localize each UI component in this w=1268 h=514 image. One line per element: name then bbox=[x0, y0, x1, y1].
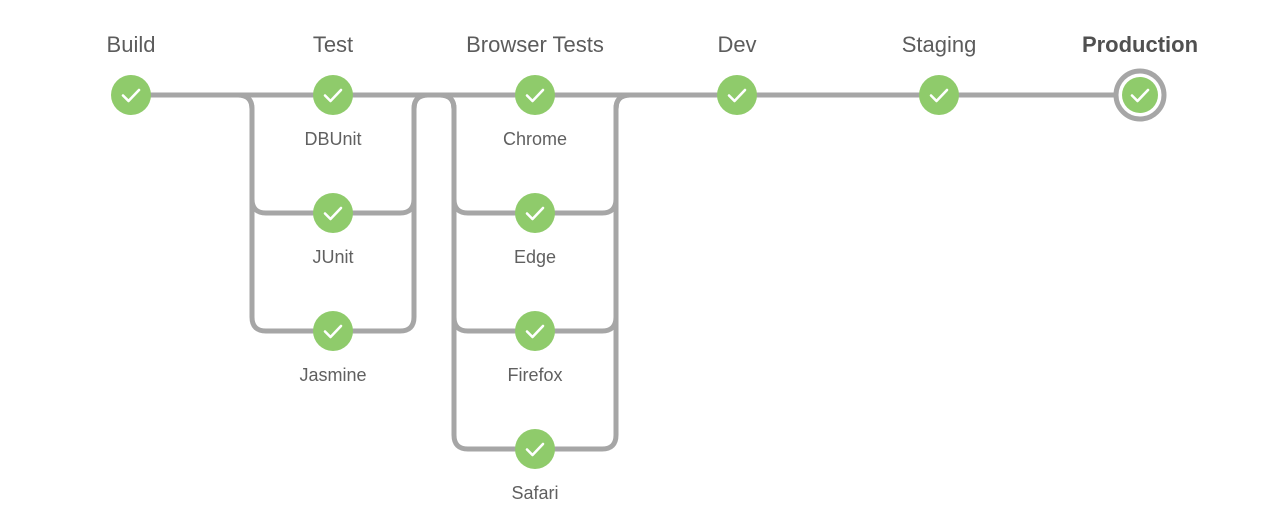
branch-label-jasmine: Jasmine bbox=[299, 365, 367, 385]
success-status-circle bbox=[515, 75, 555, 115]
node-jasmine[interactable] bbox=[313, 311, 353, 351]
check-icon bbox=[323, 324, 343, 339]
check-icon bbox=[525, 206, 545, 221]
success-status-circle bbox=[313, 311, 353, 351]
check-icon bbox=[323, 88, 343, 103]
node-safari[interactable] bbox=[515, 429, 555, 469]
branch-label-firefox: Firefox bbox=[507, 365, 563, 385]
success-status-circle bbox=[111, 75, 151, 115]
branch-label-edge: Edge bbox=[513, 247, 557, 267]
stage-label-build: Build bbox=[106, 32, 156, 57]
stage-label-staging: Staging bbox=[901, 32, 977, 57]
stage-label-production: Production bbox=[1081, 32, 1199, 57]
node-junit[interactable] bbox=[313, 193, 353, 233]
node-production[interactable] bbox=[1113, 68, 1167, 122]
success-status-circle bbox=[515, 311, 555, 351]
stage-label-dev: Dev bbox=[717, 32, 757, 57]
check-icon bbox=[525, 88, 545, 103]
success-status-circle bbox=[313, 193, 353, 233]
check-icon bbox=[1130, 88, 1150, 103]
node-chrome[interactable] bbox=[515, 75, 555, 115]
check-icon bbox=[929, 88, 949, 103]
stage-label-browser-tests: Browser Tests bbox=[466, 32, 604, 57]
success-status-circle bbox=[313, 75, 353, 115]
node-staging[interactable] bbox=[919, 75, 959, 115]
node-dbunit[interactable] bbox=[313, 75, 353, 115]
node-dev[interactable] bbox=[717, 75, 757, 115]
stage-label-test: Test bbox=[312, 32, 354, 57]
branch-label-safari: Safari bbox=[511, 483, 559, 503]
node-edge[interactable] bbox=[515, 193, 555, 233]
branch-label-junit: JUnit bbox=[312, 247, 354, 267]
check-icon bbox=[727, 88, 747, 103]
success-status-circle bbox=[515, 429, 555, 469]
success-status-circle bbox=[717, 75, 757, 115]
branch-label-dbunit: DBUnit bbox=[304, 129, 362, 149]
success-status-circle bbox=[1122, 77, 1158, 113]
branch-label-chrome: Chrome bbox=[502, 129, 568, 149]
check-icon bbox=[525, 442, 545, 457]
check-icon bbox=[525, 324, 545, 339]
node-firefox[interactable] bbox=[515, 311, 555, 351]
success-status-circle bbox=[515, 193, 555, 233]
check-icon bbox=[323, 206, 343, 221]
check-icon bbox=[121, 88, 141, 103]
node-build[interactable] bbox=[111, 75, 151, 115]
success-status-circle bbox=[919, 75, 959, 115]
